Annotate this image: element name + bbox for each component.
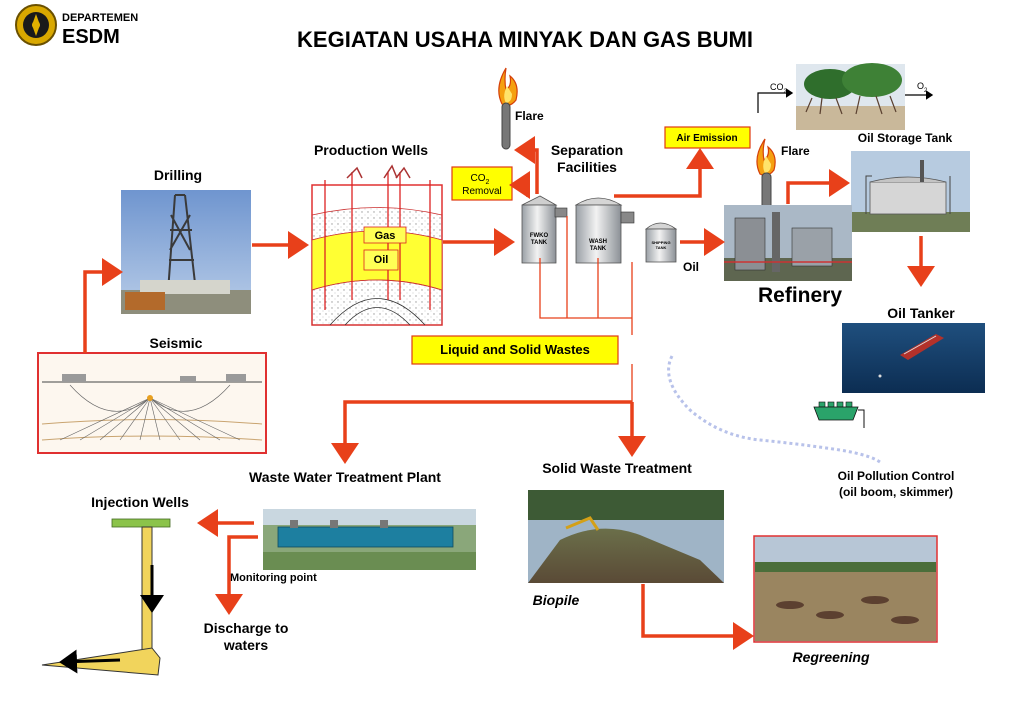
oil-zone-label: Oil	[374, 254, 389, 266]
wash-tank-label-line1: WASH	[589, 239, 607, 245]
oil-storage-tank-photo	[851, 151, 970, 232]
fwko-label-line2: TANK	[531, 240, 548, 246]
biopile-photo	[528, 490, 724, 583]
arrow-biopile-to-regreening	[641, 584, 754, 650]
co2-intake-arrow	[757, 88, 794, 113]
discharge-label-line1: Discharge to	[204, 620, 289, 636]
page-title: KEGIATAN USAHA MINYAK DAN GAS BUMI	[297, 27, 753, 52]
oil-tanker-label: Oil Tanker	[887, 305, 955, 321]
reservoir-cross-section	[311, 164, 443, 326]
refinery-photo	[724, 205, 852, 281]
esdm-emblem-icon	[15, 4, 57, 46]
shipping-tank-label-line1: SHIPPING	[651, 240, 670, 245]
org-name-bottom: ESDM	[62, 26, 120, 48]
oil-tanker-photo	[842, 323, 985, 393]
arrow-wwtp-to-discharge	[215, 535, 258, 615]
flow-arrows	[83, 136, 935, 650]
oil-pollution-label-line1: Oil Pollution Control	[838, 469, 955, 483]
co2-mangrove-label: CO2	[770, 82, 788, 95]
seismic-survey-illustration	[37, 352, 267, 454]
oil-boom-line	[667, 355, 881, 464]
co2-removal-box	[451, 166, 513, 201]
shipping-tank-label-line2: TANK	[656, 245, 667, 250]
gas-zone-label: Gas	[375, 230, 396, 242]
org-name-top: DEPARTEMEN	[62, 12, 138, 24]
seismic-label: Seismic	[150, 335, 203, 351]
air-emission-label: Air Emission	[676, 133, 737, 144]
shipping-tank	[644, 222, 678, 263]
wwtp-label: Waste Water Treatment Plant	[249, 469, 441, 485]
skimmer-boat-icon	[813, 401, 865, 428]
o2-mangrove-o: O	[917, 81, 924, 91]
mangrove-photo	[796, 63, 905, 130]
arrow-refinery-to-storage	[786, 169, 850, 204]
regreening-photo	[753, 535, 938, 643]
solid-waste-label: Solid Waste Treatment	[542, 460, 692, 476]
waste-collection-lines	[539, 216, 633, 319]
drilling-rig-photo	[121, 190, 251, 314]
separation-label-line1: Separation	[551, 142, 623, 158]
separation-label-line2: Facilities	[557, 159, 617, 175]
fwko-label-line1: FWKO	[530, 233, 549, 239]
o2-mangrove-label: O2	[917, 81, 928, 94]
discharge-label-line2: waters	[223, 637, 269, 653]
co2-removal-co: CO	[471, 173, 486, 184]
arrow-separation-to-flare	[514, 136, 539, 194]
flare-left-label: Flare	[515, 109, 544, 123]
oil-output-label: Oil	[683, 260, 699, 274]
oil-storage-tank-label: Oil Storage Tank	[858, 131, 953, 145]
co2-removal-sub: 2	[486, 179, 490, 186]
production-wells-label: Production Wells	[314, 142, 428, 158]
co2-removal-label-line2: Removal	[462, 186, 501, 197]
arrow-separation-to-air	[614, 148, 714, 198]
co2-mangrove-sub: 2	[784, 89, 788, 95]
liquid-solid-wastes-box	[411, 335, 619, 365]
co2-removal-label-line1: CO2	[471, 173, 490, 186]
co2-mangrove-co: CO	[770, 82, 784, 92]
pump-1	[554, 207, 568, 218]
regreening-label: Regreening	[792, 649, 869, 665]
flame-icon	[498, 67, 518, 150]
injection-well-diagram	[41, 518, 171, 676]
flare-right-label: Flare	[781, 144, 810, 158]
pump-2	[620, 211, 635, 224]
arrow-wastes-to-wwtp	[331, 400, 632, 464]
wash-tank	[574, 197, 623, 264]
wash-tank-label-line2: TANK	[590, 246, 607, 252]
refinery-label: Refinery	[758, 284, 842, 307]
injection-wells-label: Injection Wells	[91, 494, 189, 510]
o2-mangrove-sub: 2	[924, 88, 928, 94]
fwko-tank	[521, 195, 558, 264]
arrow-seismic-to-drilling	[83, 258, 123, 353]
liquid-solid-wastes-label: Liquid and Solid Wastes	[440, 342, 590, 357]
monitoring-point-label: Monitoring point	[230, 572, 317, 584]
drilling-label: Drilling	[154, 167, 202, 183]
arrow-separation-to-co2	[509, 171, 530, 199]
oil-pollution-label-line2: (oil boom, skimmer)	[839, 485, 953, 499]
biopile-label: Biopile	[533, 592, 580, 608]
wwtp-photo	[263, 509, 476, 570]
